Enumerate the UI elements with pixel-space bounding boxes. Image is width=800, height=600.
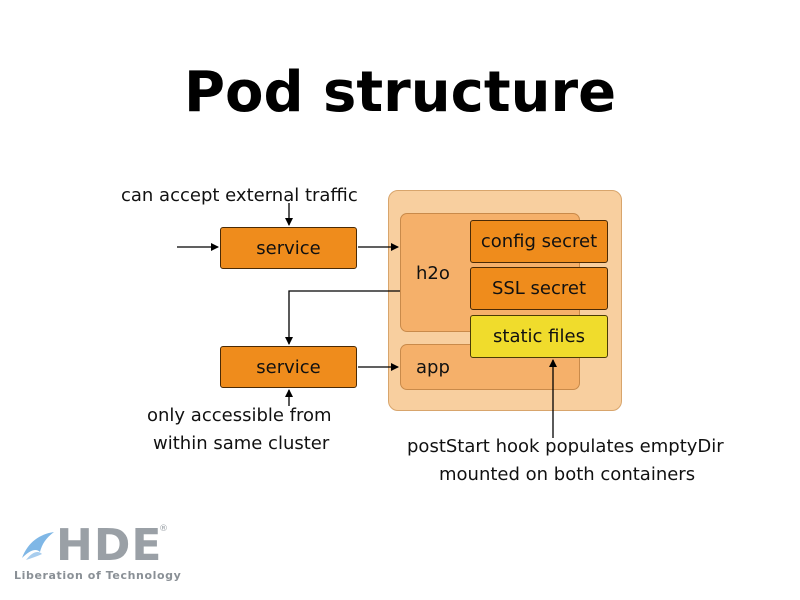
page-title: Pod structure (183, 60, 617, 125)
ssl-secret-volume: SSL secret (470, 267, 608, 310)
service-internal: service (220, 346, 357, 388)
container-h2o-label: h2o (416, 263, 450, 284)
hde-logo-icon (22, 532, 54, 560)
hde-logo-registered: ® (159, 524, 168, 534)
hde-logo-tagline: Liberation of Technology (14, 569, 182, 582)
hook-label-line2: mounted on both containers (439, 464, 696, 485)
internal-access-label-line2: within same cluster (153, 433, 330, 454)
hde-logo-text: HDE (56, 520, 163, 571)
internal-access-label-line1: only accessible from (147, 405, 332, 426)
service-external: service (220, 227, 357, 269)
config-secret-volume: config secret (470, 220, 608, 263)
arrow-h2o-to-service (285, 290, 400, 345)
container-app-label: app (416, 357, 450, 378)
external-traffic-label: can accept external traffic (121, 185, 358, 206)
static-files-volume: static files (470, 315, 608, 358)
hook-label-line1: postStart hook populates emptyDir (407, 436, 724, 457)
